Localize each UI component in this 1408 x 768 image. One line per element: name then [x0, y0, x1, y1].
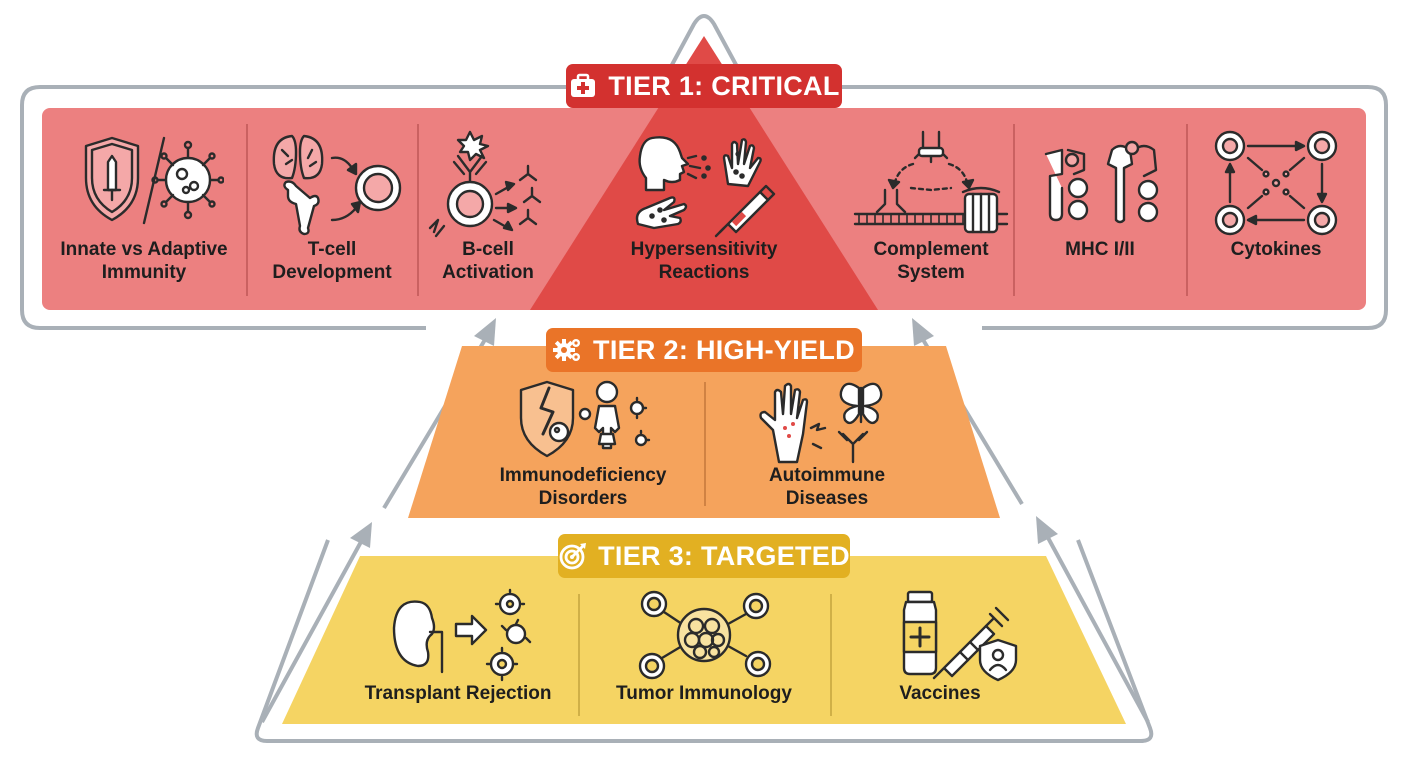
tier1-triangle	[530, 36, 878, 310]
gears-icon	[553, 339, 581, 361]
tier3-badge-label: TIER 3: TARGETED	[598, 540, 850, 571]
tier3-divider	[830, 594, 832, 716]
broken-shield-child-icon	[519, 380, 651, 458]
tier2-divider	[704, 382, 706, 506]
topic-label: Hypersensitivity Reactions	[630, 239, 778, 283]
tier3-badge: TIER 3: TARGETED	[558, 534, 850, 578]
tier3-outline	[254, 539, 1154, 743]
vaccine-syringe-icon	[902, 590, 1018, 682]
topic-autoimmune-diseases: Autoimmune Diseases	[732, 378, 922, 510]
topic-label: Vaccines	[899, 683, 981, 704]
topic-label: Cytokines	[1230, 239, 1322, 260]
topic-label: Autoimmune Diseases	[768, 465, 886, 509]
target-icon	[559, 543, 587, 570]
tier1-divider	[417, 124, 419, 296]
tier3-divider	[578, 594, 580, 716]
tier1-badge-label: TIER 1: CRITICAL	[608, 70, 840, 101]
topic-t-cell-development: T-cell Development	[250, 128, 414, 304]
topic-b-cell-activation: B-cell Activation	[420, 128, 556, 304]
left-lower-arrow	[260, 522, 372, 723]
topic-tumor-immunology: Tumor Immunology	[596, 588, 812, 718]
right-lower-arrow	[1036, 516, 1150, 723]
shield-and-pathogen-icon	[84, 136, 224, 225]
topic-label: Complement System	[873, 239, 989, 283]
allergy-reaction-icon	[635, 136, 776, 238]
topic-label: Transplant Rejection	[364, 683, 552, 704]
topic-transplant-rejection: Transplant Rejection	[352, 588, 564, 718]
b-cell-antibody-icon	[428, 130, 542, 238]
topic-label: T-cell Development	[272, 239, 392, 283]
topic-vaccines: Vaccines	[860, 588, 1020, 718]
topic-label: B-cell Activation	[442, 239, 534, 283]
topic-hypersensitivity-reactions: Hypersensitivity Reactions	[604, 128, 804, 304]
tumor-cells-icon	[638, 590, 772, 680]
first-aid-kit-icon	[571, 73, 596, 97]
thymus-bone-marrow-icon	[272, 134, 402, 236]
tier1-divider	[246, 124, 248, 296]
topic-complement-system: Complement System	[850, 128, 1012, 304]
tier1-outline	[20, 14, 1388, 330]
tier1-badge: TIER 1: CRITICAL	[566, 64, 842, 108]
topic-label: Innate vs Adaptive Immunity	[60, 239, 228, 283]
mhc-molecule-icon	[1044, 140, 1159, 224]
hand-butterfly-icon	[759, 382, 883, 464]
complement-cascade-icon	[853, 130, 1009, 234]
cytokine-network-icon	[1214, 130, 1338, 236]
topic-label: Tumor Immunology	[616, 683, 792, 704]
topic-innate-vs-adaptive-immunity: Innate vs Adaptive Immunity	[44, 128, 244, 304]
tier2-badge: TIER 2: HIGH-YIELD	[546, 328, 862, 372]
topic-mhc-i-ii: MHC I/II	[1018, 128, 1182, 304]
topic-label: MHC I/II	[1065, 239, 1135, 260]
topic-immunodeficiency-disorders: Immunodeficiency Disorders	[488, 378, 678, 510]
topic-label: Immunodeficiency Disorders	[499, 465, 667, 509]
tier1-divider	[1186, 124, 1188, 296]
topic-cytokines: Cytokines	[1190, 128, 1362, 304]
kidney-rejection-icon	[392, 588, 532, 682]
tier2-badge-label: TIER 2: HIGH-YIELD	[593, 334, 855, 365]
tier1-divider	[1013, 124, 1015, 296]
